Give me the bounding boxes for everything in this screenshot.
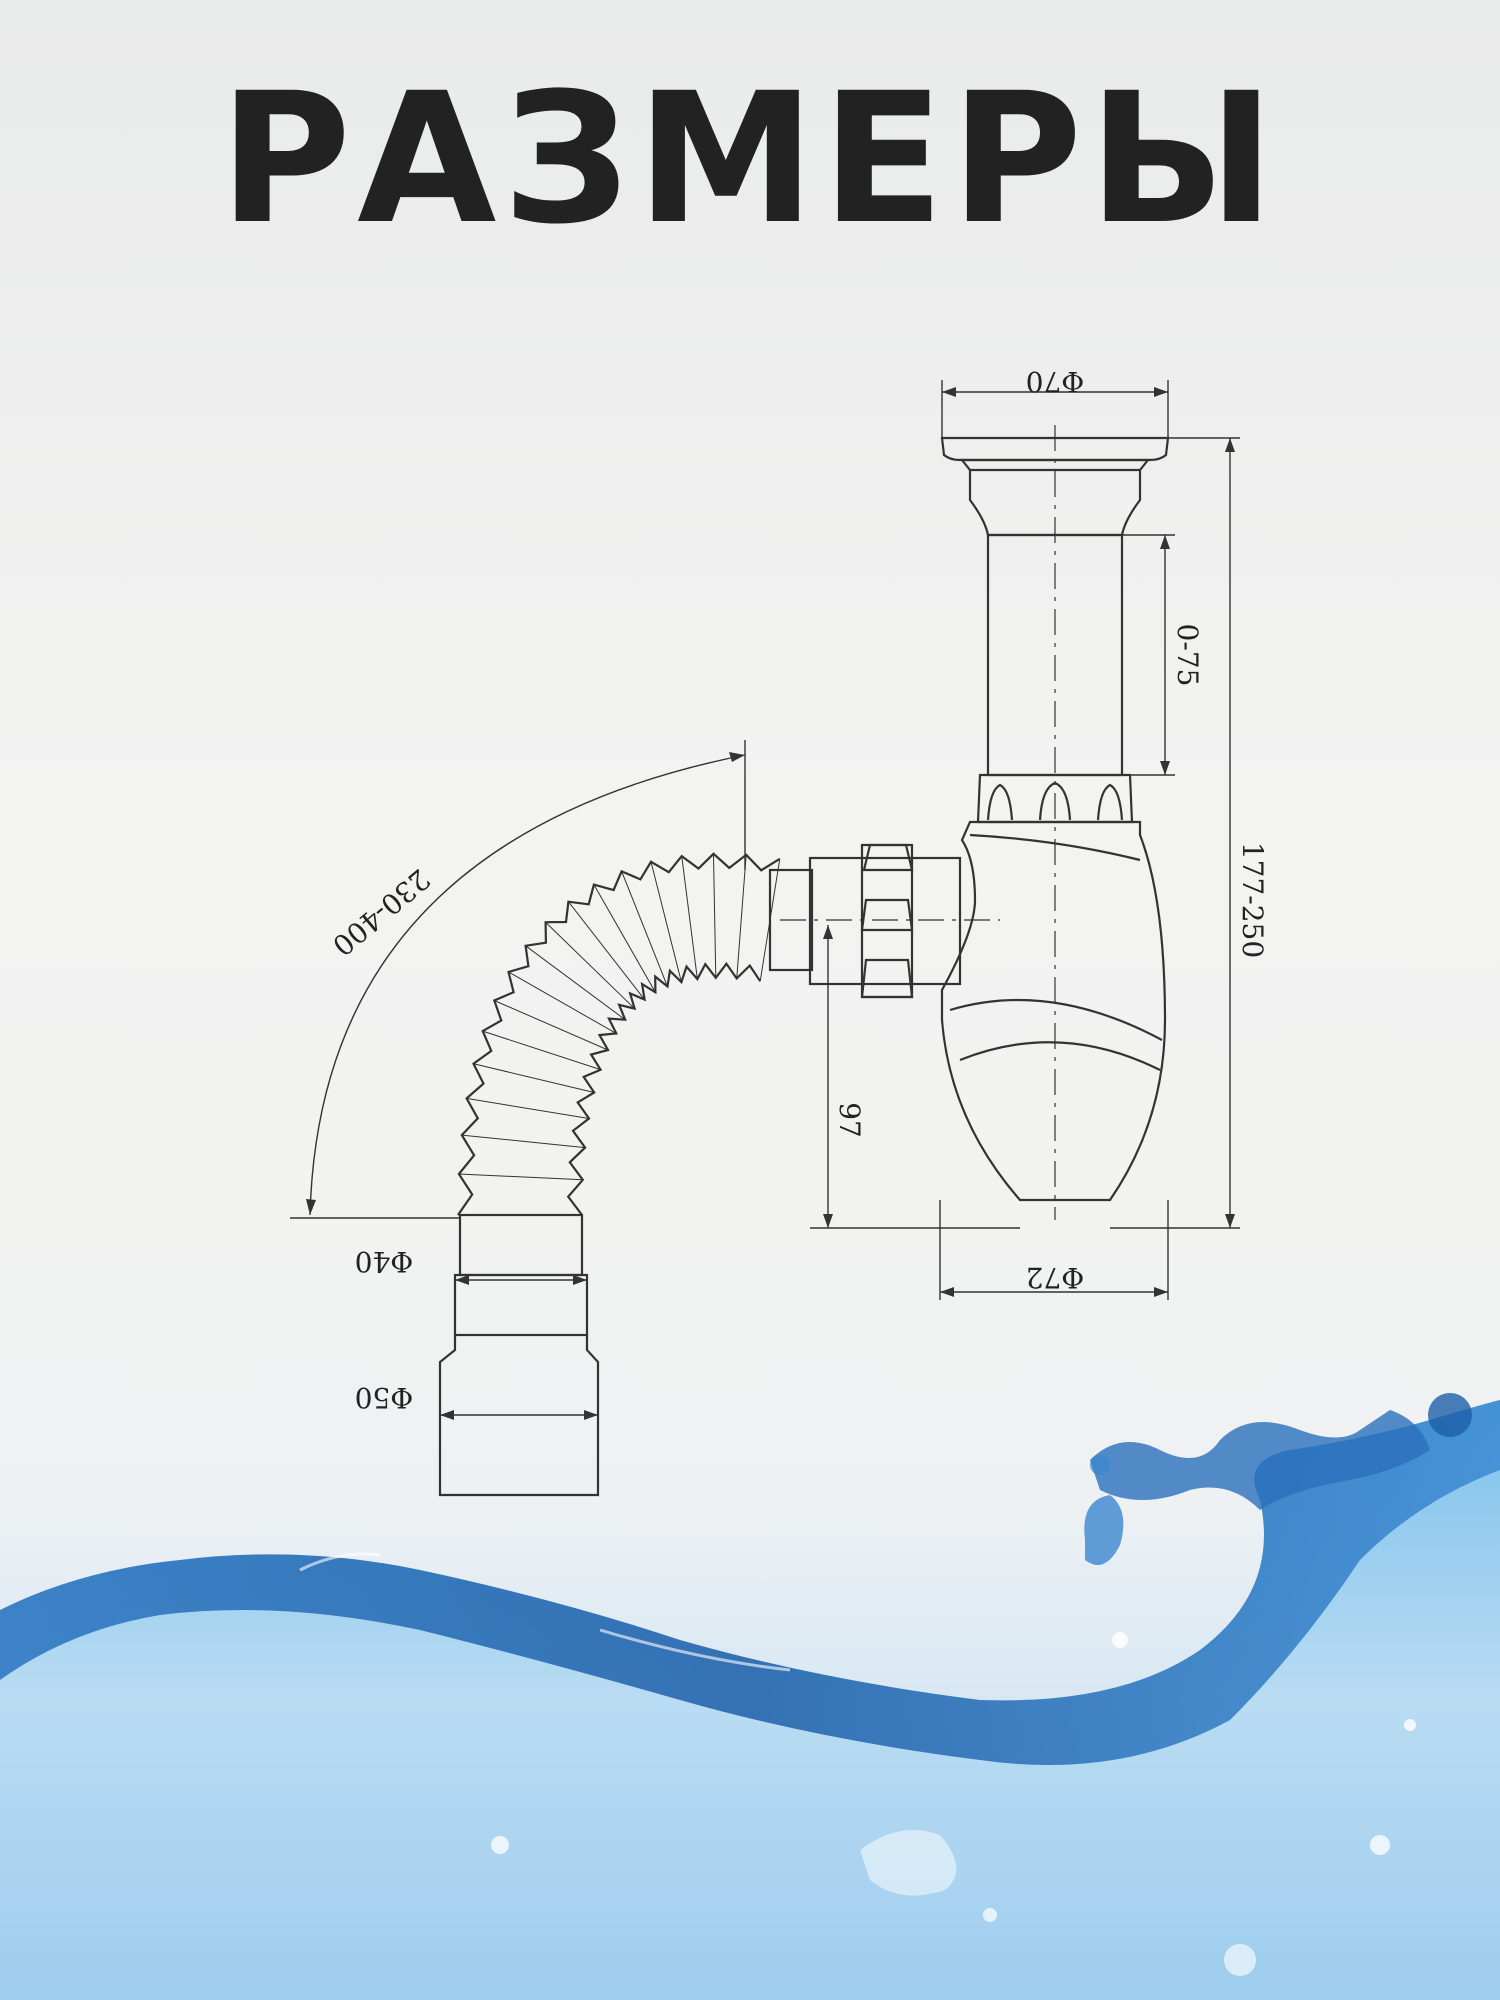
- hose-rib: [736, 854, 747, 979]
- dim-outlet-diameter-label: Φ50: [355, 1381, 414, 1414]
- hose-rib: [759, 858, 781, 982]
- hose-rib: [712, 853, 717, 978]
- dim-upper-pipe-label: 0-75: [1171, 624, 1204, 687]
- hose-rib: [650, 861, 682, 983]
- hose-rib: [545, 921, 635, 1009]
- hose-rib: [473, 1063, 595, 1093]
- hose-rib: [461, 1134, 586, 1149]
- hose-rib: [681, 855, 698, 980]
- dim-total-height-label: 177-250: [1236, 842, 1269, 958]
- dim-top-flange-label: Φ70: [1026, 365, 1085, 398]
- hose-rib: [508, 971, 617, 1034]
- hose-rib: [494, 1000, 609, 1051]
- hose-rib: [593, 884, 656, 993]
- hose-rib: [466, 1097, 590, 1119]
- hose-rib: [458, 1173, 583, 1181]
- hose-rib: [568, 901, 645, 1000]
- hose-rib: [621, 871, 668, 987]
- dim-hose-end-label: Φ40: [355, 1245, 414, 1278]
- hose-rib: [525, 945, 626, 1021]
- hose-corrugation-edge: [457, 852, 781, 1216]
- page-title: РАЗМЕРЫ: [219, 55, 1281, 264]
- corrugated-hose: [457, 852, 781, 1216]
- dim-bottle-diameter-label: Φ72: [1026, 1261, 1085, 1294]
- outlet-pipe: [438, 1335, 600, 1497]
- dim-outlet-height-label: 97: [833, 1102, 866, 1138]
- hose-corrugation-edge: [566, 961, 762, 1216]
- bottle-body: [940, 820, 1167, 1202]
- hose-rib: [482, 1030, 601, 1071]
